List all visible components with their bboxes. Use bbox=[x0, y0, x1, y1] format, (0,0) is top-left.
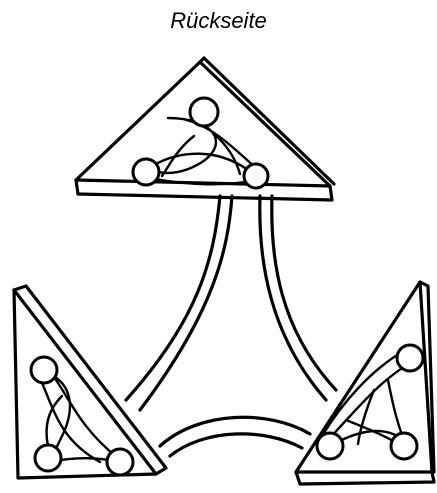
connecting-strands bbox=[126, 196, 336, 456]
right-triangle bbox=[296, 282, 434, 484]
top-triangle bbox=[76, 58, 334, 200]
